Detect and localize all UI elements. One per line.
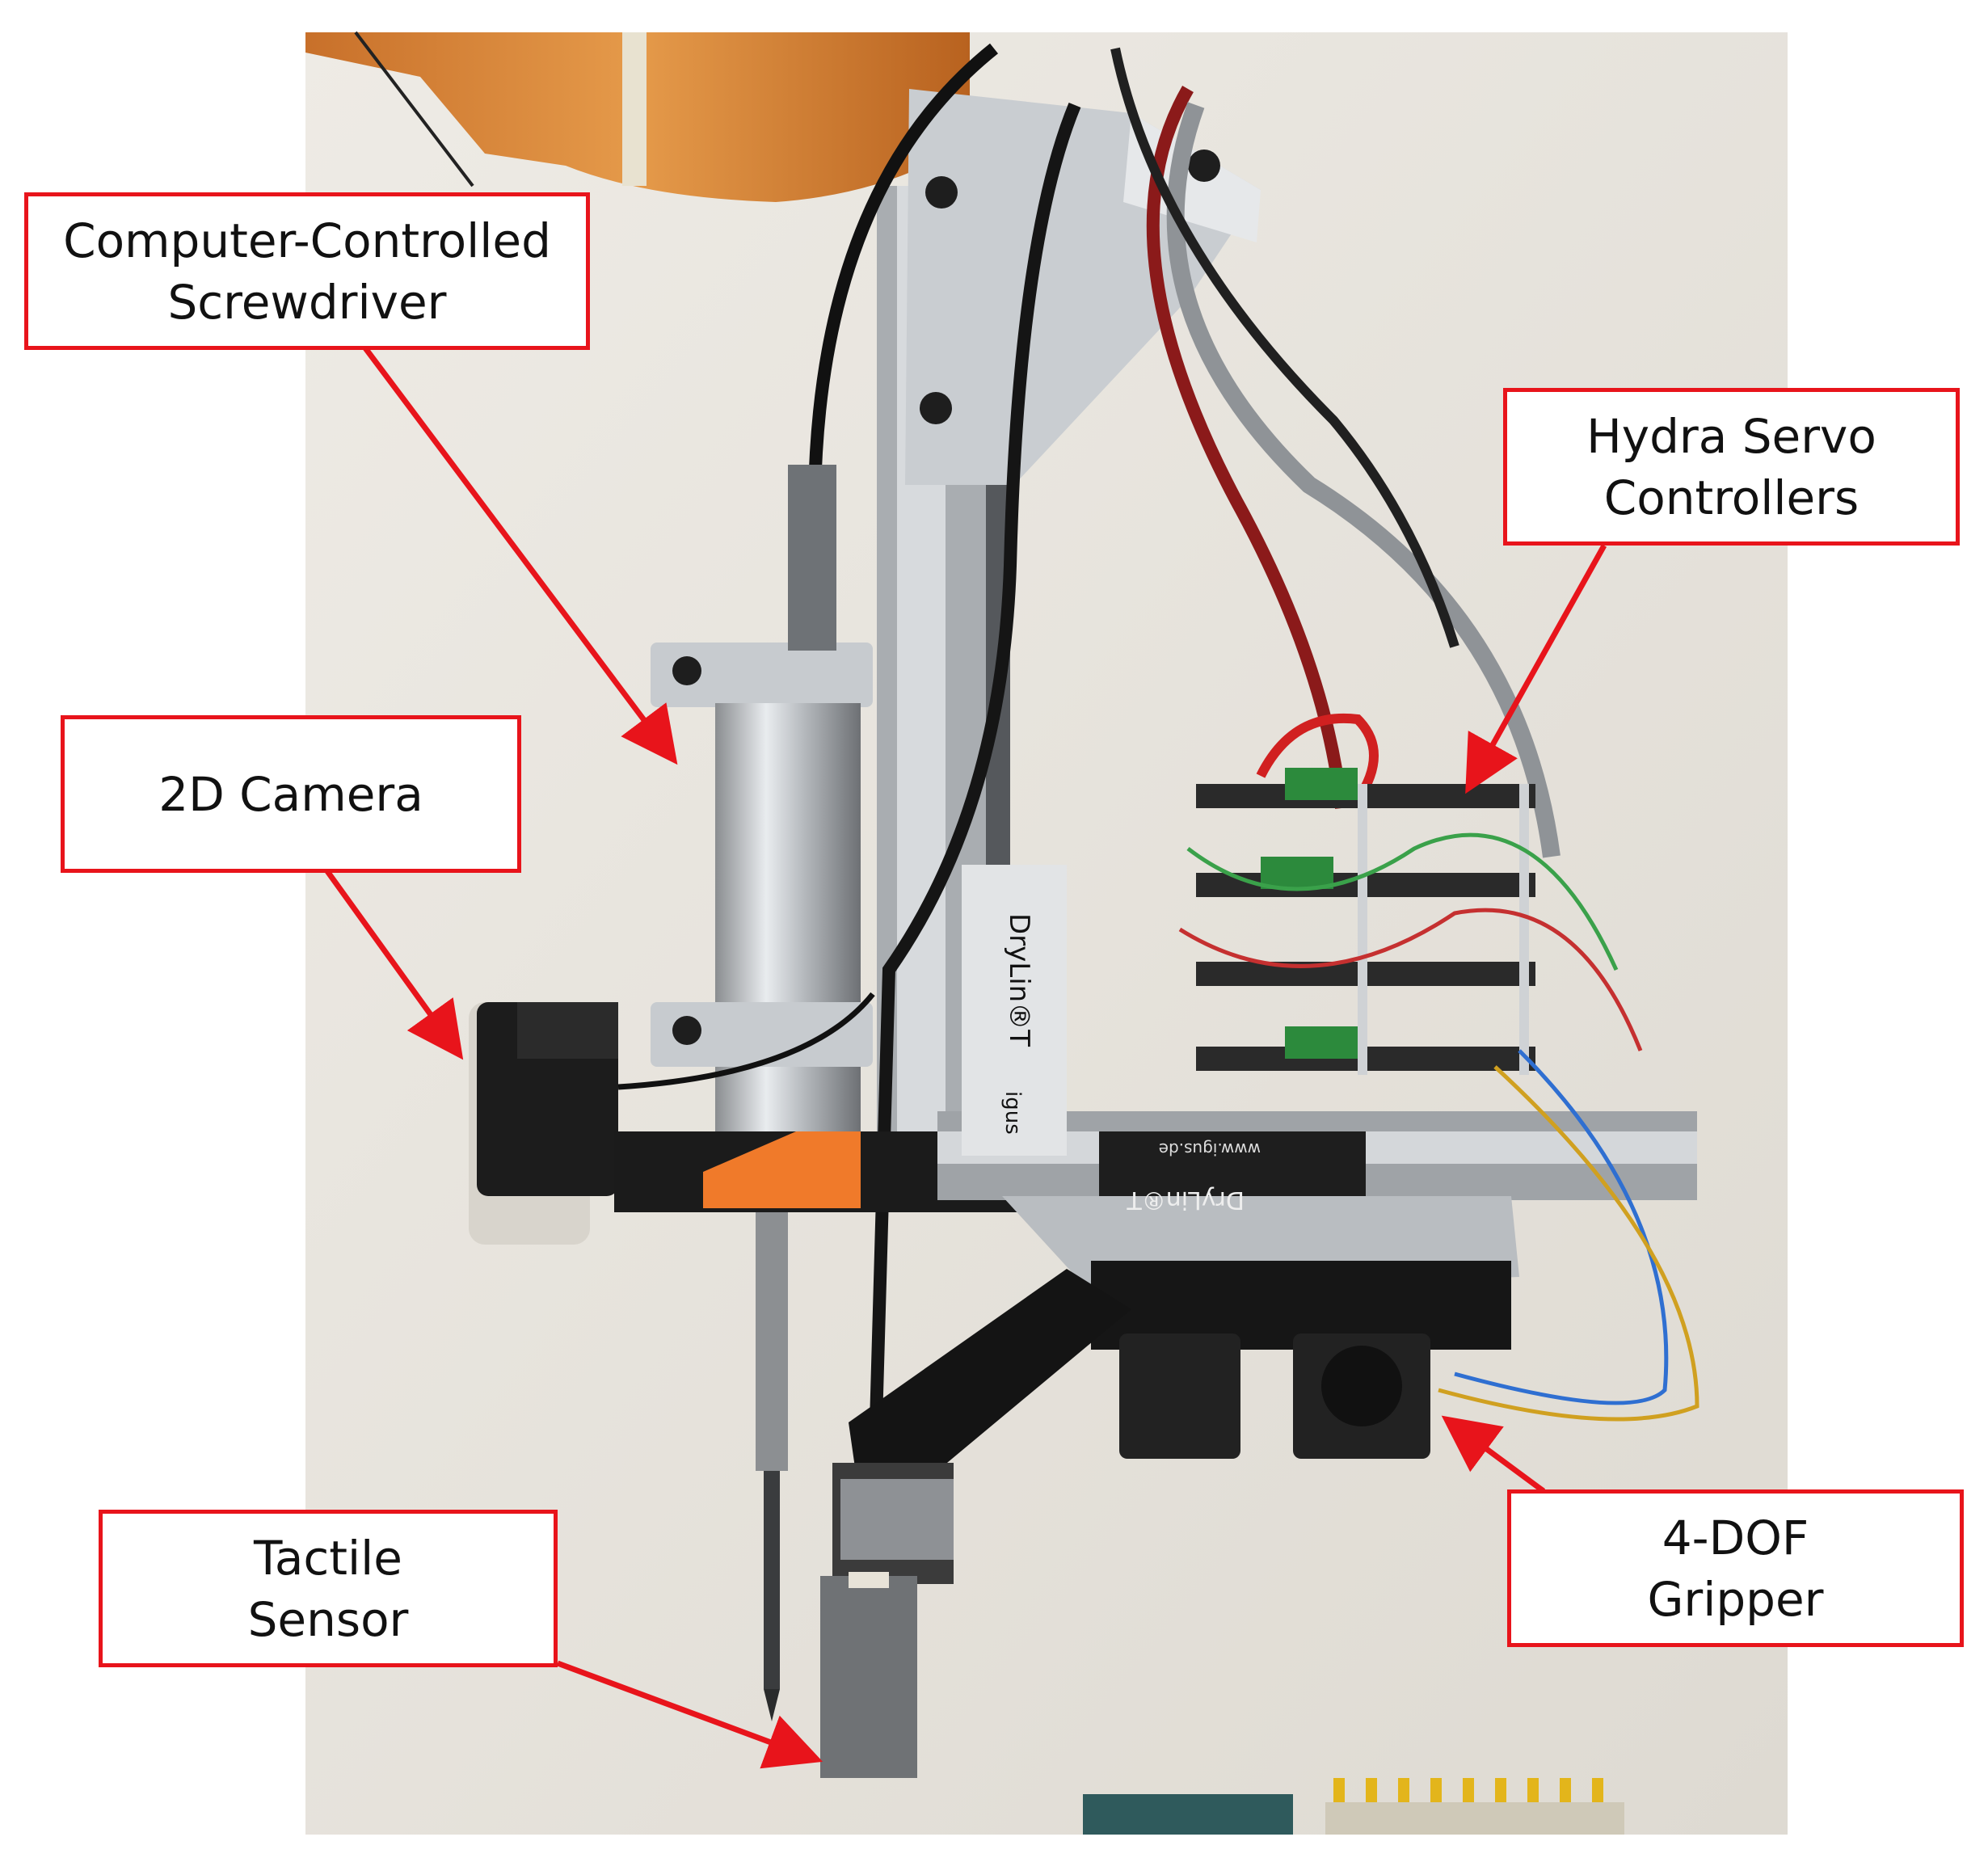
- callout-screwdriver-line1: Computer-Controlled: [63, 213, 551, 268]
- wire-bundle: [1454, 1049, 1669, 1405]
- callout-tactile: Tactile Sensor: [99, 1510, 558, 1667]
- standoff: [1358, 784, 1367, 1075]
- callout-servo-line1: Hydra Servo: [1586, 408, 1876, 464]
- bolt: [920, 392, 952, 424]
- wire-bundle: [1178, 908, 1643, 1051]
- screwdriver-bit: [764, 1471, 780, 1689]
- callout-camera-line1: 2D Camera: [158, 766, 423, 822]
- cable-tie: [622, 32, 647, 186]
- motor-cap: [1321, 1346, 1402, 1426]
- tactile-connector: [849, 1572, 889, 1588]
- bottom-device: [1083, 1794, 1293, 1835]
- terminal-block: [1285, 768, 1358, 800]
- standoff: [1519, 784, 1529, 1075]
- callout-gripper-line2: Gripper: [1647, 1571, 1824, 1627]
- thin-wire: [354, 31, 474, 187]
- callout-camera: 2D Camera: [61, 715, 521, 873]
- screwdriver-connector: [788, 465, 836, 651]
- callout-gripper: 4-DOF Gripper: [1507, 1489, 1964, 1647]
- callout-tactile-line1: Tactile: [254, 1530, 402, 1586]
- stepper-motor: [1119, 1333, 1240, 1459]
- wire-bundle: [1438, 1065, 1699, 1422]
- rail-carriage-vertical: [962, 865, 1067, 1156]
- brand-text: igus: [1000, 1091, 1025, 1135]
- screwdriver-bit-holder: [756, 1212, 788, 1471]
- screwdriver-top-clamp: [651, 643, 873, 707]
- screwdriver-bottom-clamp: [651, 1002, 873, 1067]
- comb-teeth: [1333, 1778, 1603, 1802]
- tactile-finger: [820, 1576, 917, 1778]
- bolt: [672, 656, 701, 685]
- callout-screwdriver-line2: Screwdriver: [167, 274, 447, 330]
- website-text: www.igus.de: [1159, 1140, 1261, 1159]
- terminal-block: [1285, 1026, 1358, 1059]
- callout-tactile-line2: Sensor: [247, 1591, 409, 1647]
- finger-block: [840, 1479, 954, 1560]
- cable-black: [802, 43, 999, 615]
- screwdriver-body: [715, 703, 861, 1140]
- callout-gripper-line1: 4-DOF: [1662, 1510, 1809, 1565]
- orange-part: [703, 1131, 861, 1208]
- camera-lens-ring: [517, 1002, 618, 1059]
- rail-brand-text: DryLin®T: [1003, 913, 1035, 1047]
- callout-servo: Hydra Servo Controllers: [1503, 388, 1960, 546]
- terminal-block: [1261, 857, 1333, 889]
- bolt: [672, 1016, 701, 1045]
- rail-brand-text: DryLin®T: [1127, 1186, 1245, 1214]
- bottom-comb: [1325, 1802, 1624, 1835]
- cable-black: [866, 102, 1081, 1536]
- bolt: [1188, 150, 1220, 182]
- camera-cable: [617, 992, 875, 1090]
- cable-red-loop: [1256, 713, 1379, 803]
- wire-bundle: [1186, 832, 1619, 971]
- gripper-arm: [849, 1269, 1131, 1479]
- callout-screwdriver: Computer-Controlled Screwdriver: [24, 192, 590, 350]
- bolt: [925, 176, 958, 209]
- callout-servo-line2: Controllers: [1603, 470, 1860, 525]
- cable-black: [1110, 47, 1459, 648]
- cable-red: [1146, 85, 1348, 809]
